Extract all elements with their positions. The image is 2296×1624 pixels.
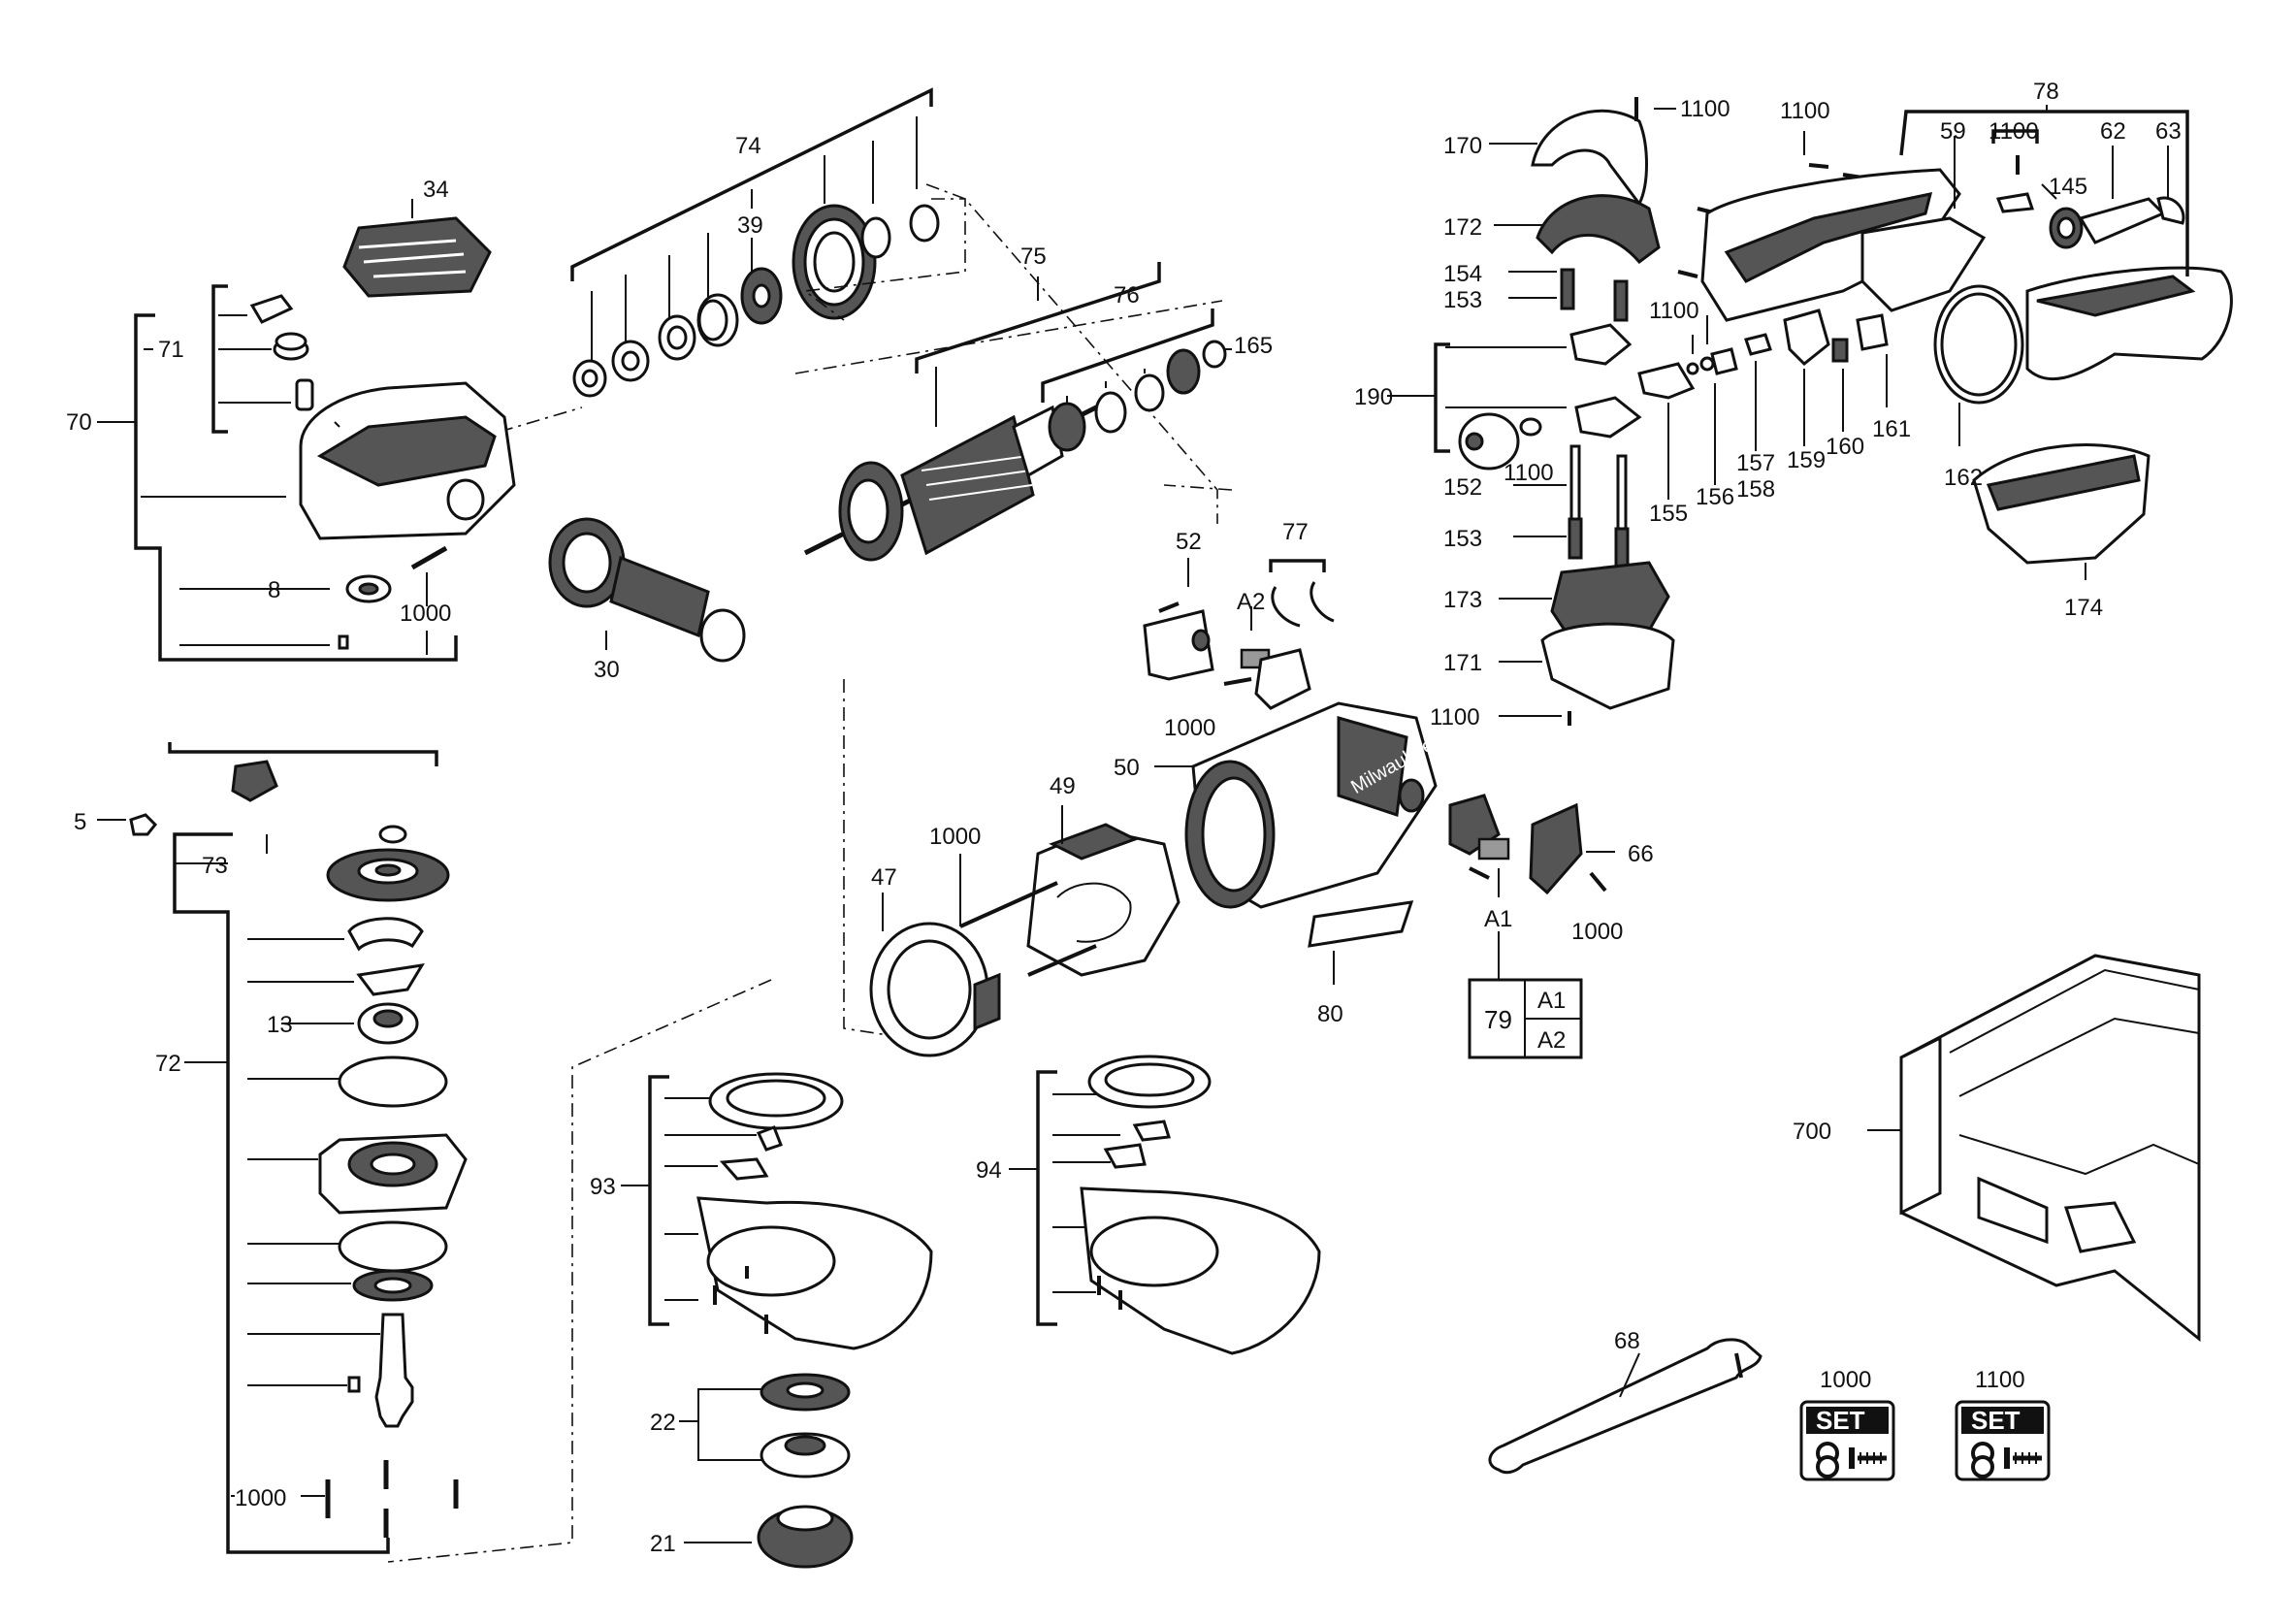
- set-icon-1100-text: SET: [1971, 1406, 2021, 1435]
- label-154: 154: [1443, 261, 1482, 287]
- label-62: 62: [2100, 118, 2126, 145]
- label-1000e: 1000: [1571, 919, 1623, 945]
- spanner-68: [1488, 1338, 1762, 1475]
- set-icon-1100: [1955, 1400, 2051, 1481]
- motor-housing-group: Milwaukee: [869, 701, 1438, 1057]
- label-74: 74: [735, 133, 761, 159]
- label-174: 174: [2064, 595, 2103, 621]
- label-49: 49: [1050, 773, 1076, 799]
- label-50: 50: [1114, 755, 1140, 781]
- label-159: 159: [1787, 447, 1826, 473]
- label-76: 76: [1114, 282, 1140, 309]
- label-A1: A1: [1484, 906, 1512, 932]
- label-21: 21: [650, 1531, 676, 1557]
- label-75: 75: [1020, 244, 1047, 270]
- label-172: 172: [1443, 214, 1482, 241]
- label-700: 700: [1793, 1119, 1831, 1145]
- guard-93: [621, 1072, 933, 1350]
- spindle-group: [97, 742, 468, 1554]
- label-47: 47: [871, 864, 897, 891]
- table-79-row2: A2: [1537, 1027, 1566, 1054]
- guard-94: [1009, 1055, 1321, 1355]
- set-icon-1000-text: SET: [1816, 1406, 1865, 1435]
- label-1000c: 1000: [1164, 715, 1215, 741]
- label-22: 22: [650, 1410, 676, 1436]
- label-162: 162: [1944, 465, 1983, 491]
- label-80: 80: [1317, 1001, 1343, 1027]
- label-152: 152: [1443, 474, 1482, 501]
- label-171: 171: [1443, 650, 1482, 676]
- label-94: 94: [976, 1157, 1002, 1184]
- label-1100d: 1100: [1649, 298, 1699, 324]
- label-68: 68: [1614, 1328, 1640, 1354]
- label-63: 63: [2155, 118, 2182, 145]
- label-1000d: 1000: [929, 824, 981, 850]
- set-icon-1000: [1799, 1400, 1895, 1481]
- carry-case-700: [1867, 954, 2201, 1343]
- label-8: 8: [268, 577, 280, 603]
- side-handle-30: [548, 517, 746, 663]
- label-dashes: [144, 108, 1676, 1497]
- label-153a: 153: [1443, 287, 1482, 313]
- label-52: 52: [1176, 529, 1202, 555]
- label-13: 13: [267, 1012, 293, 1038]
- switch-assembly: [1448, 794, 1615, 1059]
- armature-group: [803, 262, 1232, 562]
- label-170: 170: [1443, 133, 1482, 159]
- label-1100c: 1100: [1989, 118, 2039, 145]
- label-1000f: 1000: [1820, 1367, 1871, 1393]
- flange-nut-group: [679, 1373, 854, 1569]
- label-34: 34: [423, 177, 449, 203]
- label-59: 59: [1940, 118, 1966, 145]
- gear-case-group: [249, 216, 516, 650]
- table-79-row1: A1: [1537, 988, 1566, 1014]
- label-72: 72: [155, 1051, 181, 1077]
- label-73: 73: [202, 853, 228, 879]
- label-93: 93: [590, 1174, 616, 1200]
- table-79-id: 79: [1484, 1005, 1512, 1034]
- table-79: 79 A1 A2: [1484, 988, 1566, 1054]
- label-1000a: 1000: [400, 601, 451, 627]
- label-158: 158: [1736, 476, 1775, 503]
- label-39: 39: [737, 212, 763, 239]
- part-number-labels: 74 34 39 75 76 165 71 70 8 1000 30 5 73 …: [66, 79, 2182, 1557]
- handle-group-78: [1387, 97, 2233, 726]
- label-5: 5: [74, 809, 86, 835]
- gear-set-74: [570, 87, 966, 398]
- label-1100e: 1100: [1504, 460, 1554, 486]
- leaders-top-left: [97, 199, 458, 662]
- label-190: 190: [1354, 384, 1393, 410]
- label-153b: 153: [1443, 526, 1482, 552]
- label-70: 70: [66, 409, 92, 436]
- label-160: 160: [1826, 434, 1864, 460]
- label-145: 145: [2049, 174, 2087, 200]
- label-30: 30: [594, 657, 620, 683]
- label-A2: A2: [1237, 589, 1265, 615]
- label-1100a: 1100: [1680, 96, 1730, 122]
- label-77: 77: [1282, 519, 1309, 545]
- label-1100g: 1100: [1975, 1367, 2025, 1393]
- brush-plate-52: [1143, 558, 1335, 710]
- label-1100f: 1100: [1430, 704, 1480, 731]
- label-155: 155: [1649, 501, 1688, 527]
- label-157: 157: [1736, 450, 1775, 476]
- alignment-lines: [387, 183, 1233, 1563]
- label-165: 165: [1234, 333, 1273, 359]
- label-1100b: 1100: [1780, 98, 1830, 124]
- label-1000b: 1000: [235, 1485, 286, 1511]
- label-156: 156: [1696, 484, 1734, 510]
- label-71: 71: [158, 337, 184, 363]
- label-66: 66: [1628, 841, 1654, 867]
- label-161: 161: [1872, 416, 1911, 442]
- label-78: 78: [2033, 79, 2059, 105]
- label-173: 173: [1443, 587, 1482, 613]
